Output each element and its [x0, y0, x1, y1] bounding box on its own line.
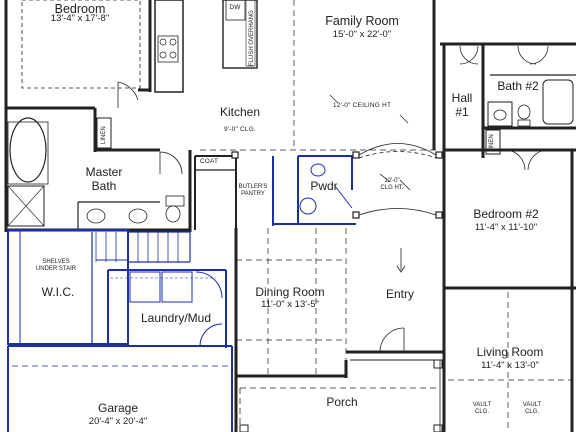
family-room-walls [200, 0, 440, 151]
bedroom2-name: Bedroom #2 [473, 207, 539, 221]
master-bedroom-dims: 13'-4" x 17'-8" [50, 13, 110, 24]
dining-name: Dining Room [255, 285, 325, 299]
porch-walls [234, 359, 443, 432]
porch-name: Porch [326, 395, 358, 409]
flush-overhang-label: FLUSH OVERHANG [249, 10, 255, 66]
wic-name: W.I.C. [41, 285, 75, 299]
entry-name: Entry [385, 287, 415, 301]
linen-label-master: LINEN [101, 126, 107, 144]
family-room-name: Family Room [325, 14, 399, 28]
family-room-ceiling-note: 12'-0" CEILING HT [332, 102, 392, 109]
entry-columns [231, 151, 443, 219]
kitchen-island [222, 0, 258, 69]
bath2-name: Bath #2 [497, 79, 539, 93]
vault-ceiling-label-2: VAULT CLG. [522, 402, 542, 415]
dishwasher-label: DW [229, 4, 241, 11]
living-dims: 11'-4" x 13'-0" [481, 360, 539, 371]
master-bedroom-name: Master Bedroom [54, 0, 106, 17]
master-bedroom-walls [4, 0, 152, 110]
hall1-name: Hall #1 [451, 91, 473, 119]
shelves-under-stair-label: SHELVES UNDER STAIR [35, 259, 77, 272]
entry-walls [346, 248, 444, 361]
dining-dims: 11'-0" x 13'-5" [261, 299, 319, 310]
bath2-doors [459, 45, 549, 171]
coat-label: COAT [199, 158, 219, 165]
laundry-name: Laundry/Mud [140, 311, 212, 325]
dining-walls [234, 228, 347, 378]
butlers-pantry-label: BUTLER'S PANTRY [238, 184, 268, 197]
kitchen-ceiling-note: 9'-0" CLG. [224, 126, 256, 133]
laundry-walls [8, 269, 232, 348]
entry-ceiling-note: 12'-0" CLG HT. [380, 178, 404, 191]
pantry-walls [194, 155, 237, 230]
kitchen-counter [154, 0, 184, 93]
pwdr-name: Pwdr [310, 179, 338, 193]
linen-label-bath2: LINEN [489, 134, 495, 152]
master-bath-doors [159, 151, 183, 175]
master-bedroom-door [117, 81, 139, 108]
master-bath-name: Master Bath [85, 165, 123, 193]
entry-arches [358, 143, 437, 216]
vault-ceiling-label-1: VAULT CLG. [472, 402, 492, 415]
living-name: Living Room [476, 345, 544, 359]
pwdr-walls [272, 155, 356, 226]
garage-name: Garage [97, 401, 139, 415]
stair-wic [7, 229, 191, 345]
bedroom2-walls [442, 150, 576, 432]
living-walls [448, 292, 572, 432]
garage-walls [7, 346, 233, 432]
garage-dims: 20'-4" x 20'-4" [88, 416, 148, 427]
bedroom2-dims: 11'-4" x 11'-10" [474, 222, 538, 233]
kitchen-name: Kitchen [219, 105, 261, 119]
bath2-walls [440, 42, 576, 160]
family-room-dims: 15'-0" x 22'-0" [332, 29, 392, 40]
